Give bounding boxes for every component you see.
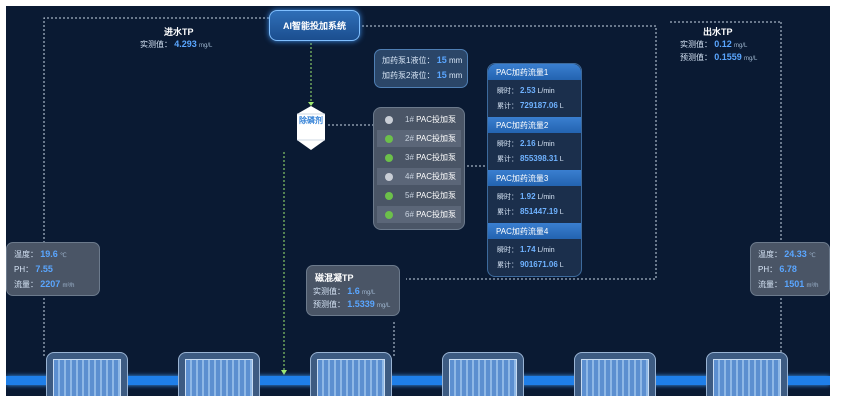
process-unit-6-image [713, 359, 781, 396]
pump-row-4[interactable]: 4# PAC投加泵 [377, 168, 461, 185]
flow3-instant: 瞬时： 1.92 L/min [497, 192, 555, 201]
pump-status-dot [385, 191, 393, 200]
process-unit-1-image [53, 359, 121, 396]
chemical-tank-icon[interactable] [294, 104, 328, 152]
flow-panel: PAC加药流量1 瞬时： 2.53 L/min 累计： 729187.06 L … [487, 63, 582, 277]
magnetic-tp-title: 磁混凝TP [315, 273, 354, 283]
process-unit-5[interactable] [574, 352, 656, 396]
pump-status-dot [385, 115, 393, 124]
flow-title-4[interactable]: PAC加药流量4 [488, 223, 581, 239]
outlet-tp-measured: 实测值： 0.12 mg/L [680, 39, 748, 49]
outlet-temperature: 温度： 24.33 ℃ [758, 249, 816, 259]
flow1-total: 累计： 729187.06 L [497, 101, 564, 110]
process-unit-4[interactable] [442, 352, 524, 396]
flow2-instant: 瞬时： 2.16 L/min [497, 139, 555, 148]
connector-lines [43, 17, 782, 375]
pump-status-dot [385, 153, 393, 162]
outlet-tp-predicted: 预测值： 0.1559 mg/L [680, 52, 758, 62]
flow-title-3[interactable]: PAC加药流量3 [488, 170, 581, 186]
outlet-sensor-panel[interactable]: 温度： 24.33 ℃ PH： 6.78 流量： 1501 m³/h [750, 242, 830, 296]
pump-row-5[interactable]: 5# PAC投加泵 [377, 187, 461, 204]
line-ai-to-inlet [43, 17, 269, 244]
flow1-instant: 瞬时： 2.53 L/min [497, 86, 555, 95]
magnetic-tp-predicted: 预测值： 1.5339 mg/L [313, 299, 391, 309]
arrow-to-tank [308, 102, 314, 106]
outlet-flow: 流量： 1501 m³/h [758, 279, 819, 289]
tank-label: 除磷剂 [299, 116, 323, 125]
flow4-instant: 瞬时： 1.74 L/min [497, 245, 555, 254]
flow3-total: 累计： 851447.19 L [497, 207, 564, 216]
pump-list-panel: 1# PAC投加泵 2# PAC投加泵 3# PAC投加泵 4# PAC投加泵 … [373, 107, 465, 230]
process-unit-6[interactable] [706, 352, 788, 396]
pump-row-6[interactable]: 6# PAC投加泵 [377, 206, 461, 223]
process-pipeline-bar [6, 376, 830, 385]
process-unit-2-image [185, 359, 253, 396]
magnetic-tp-panel[interactable]: 磁混凝TP 实测值： 1.6 mg/L 预测值： 1.5339 mg/L [306, 265, 400, 316]
inlet-tp-measured: 实测值： 4.293 mg/L [140, 39, 213, 49]
line-ai-to-outlet [358, 25, 657, 280]
outlet-tp-measured-value: 0.12 [714, 39, 732, 49]
outlet-tp-title: 出水TP [703, 27, 733, 37]
inlet-flow: 流量： 2207 m³/h [14, 279, 75, 289]
inlet-temperature: 温度： 19.6 ℃ [14, 249, 67, 259]
inlet-sensor-panel[interactable]: 温度： 19.6 ℃ PH： 7.55 流量： 2207 m³/h [6, 242, 100, 296]
process-unit-1[interactable] [46, 352, 128, 396]
magnetic-tp-measured: 实测值： 1.6 mg/L [313, 286, 376, 296]
process-unit-5-image [581, 359, 649, 396]
arrow-dosing [281, 370, 287, 375]
pump-status-dot [385, 172, 393, 181]
flow4-total: 累计： 901671.06 L [497, 260, 564, 269]
pump-status-dot [385, 134, 393, 143]
pump-row-3[interactable]: 3# PAC投加泵 [377, 149, 461, 166]
pump-row-1[interactable]: 1# PAC投加泵 [377, 111, 461, 128]
inlet-tp-value: 4.293 [174, 39, 197, 49]
flow-title-1[interactable]: PAC加药流量1 [488, 64, 581, 80]
inlet-ph: PH： 7.55 [14, 264, 53, 274]
pump1-level: 加药泵1液位： 15 mm [382, 55, 463, 65]
ai-system-title: AI智能投加系统 [282, 21, 346, 31]
flow2-total: 累计： 855398.31 L [497, 154, 564, 163]
process-unit-3[interactable] [310, 352, 392, 396]
outlet-ph: PH： 6.78 [758, 264, 797, 274]
pump2-level: 加药泵2液位： 15 mm [382, 70, 463, 80]
pump-row-2[interactable]: 2# PAC投加泵 [377, 130, 461, 147]
pump-level-panel: 加药泵1液位： 15 mm 加药泵2液位： 15 mm [374, 49, 468, 88]
outlet-tp-predicted-value: 0.1559 [714, 52, 742, 62]
process-unit-2[interactable] [178, 352, 260, 396]
process-unit-4-image [449, 359, 517, 396]
flow-title-2[interactable]: PAC加药流量2 [488, 117, 581, 133]
scada-canvas: AI智能投加系统 进水TP 实测值： 4.293 mg/L 出水TP 实测值： … [6, 6, 830, 396]
pump-status-dot [385, 210, 393, 219]
inlet-tp-title: 进水TP [164, 27, 194, 37]
ai-dosing-system-button[interactable]: AI智能投加系统 [269, 10, 360, 41]
process-unit-3-image [317, 359, 385, 396]
